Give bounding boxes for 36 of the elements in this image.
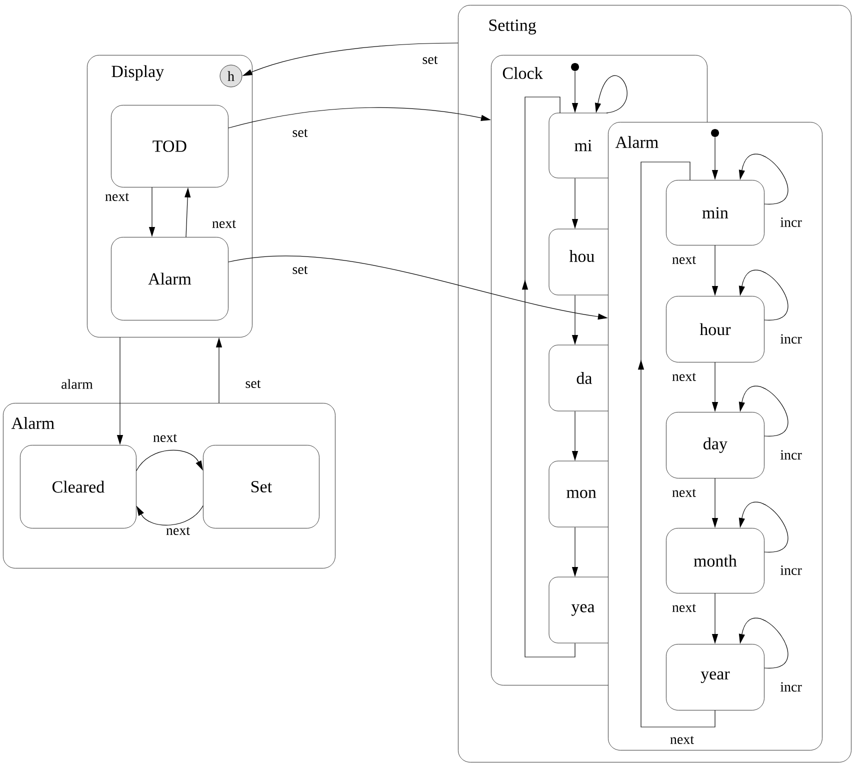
edge-label: set	[291, 265, 309, 276]
state-box: min	[666, 180, 764, 246]
initial-dot	[571, 63, 579, 71]
edge-label: incr	[779, 449, 803, 461]
arrow	[136, 450, 203, 471]
arrow	[638, 162, 716, 728]
loop-arrow	[738, 154, 788, 204]
state-box: hour	[666, 296, 764, 362]
state-box: yea	[548, 576, 608, 644]
state-box: Alarm	[111, 237, 228, 320]
arrow	[522, 96, 576, 658]
state-box: hou	[548, 228, 608, 296]
edge-label: set	[244, 379, 262, 390]
edge-label: incr	[779, 681, 803, 693]
loop-arrow	[738, 270, 788, 320]
state-box: Cleared	[20, 445, 136, 528]
edge-label: incr	[779, 333, 803, 345]
edge-label: next	[668, 735, 696, 746]
loop-arrow	[738, 618, 788, 668]
loop-arrow	[738, 386, 788, 436]
state-box: mi	[548, 112, 608, 178]
loop-arrow	[738, 502, 788, 552]
edge-label: incr	[779, 216, 803, 228]
edge-label: alarm	[60, 378, 94, 390]
edge-label: set	[291, 128, 309, 138]
edge-label: next	[164, 526, 192, 536]
edge-label: incr	[779, 564, 803, 576]
state-box: day	[666, 412, 764, 478]
state-box: TOD	[111, 105, 228, 188]
state-box: Set	[203, 445, 320, 528]
state-box: mon	[548, 460, 608, 528]
initial-dot	[711, 129, 720, 137]
state-box: month	[666, 528, 764, 594]
state-box: da	[548, 344, 608, 412]
state-box: year	[666, 644, 764, 710]
edge-label: set	[421, 55, 439, 65]
